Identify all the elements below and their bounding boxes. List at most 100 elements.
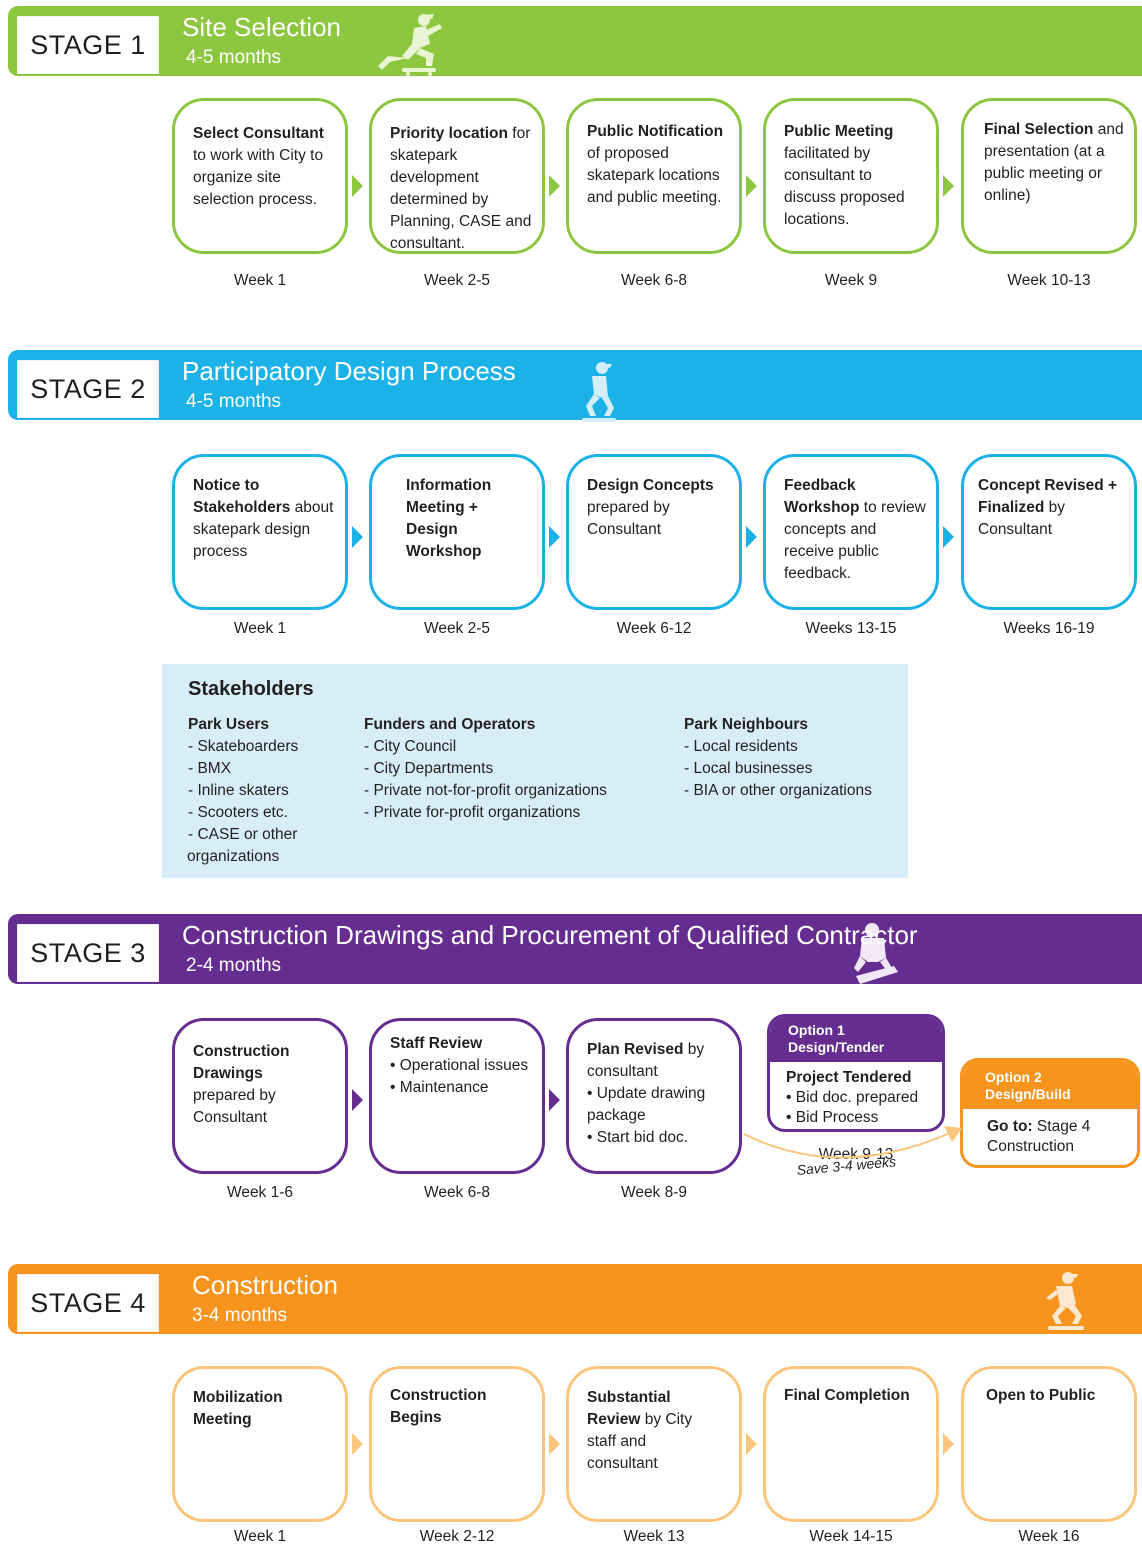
stage-4-bar bbox=[8, 1264, 1142, 1334]
step-heading: Design Concepts bbox=[587, 477, 714, 494]
step-open-to-public: Open to Public bbox=[961, 1366, 1137, 1522]
week-label: Week 2-12 bbox=[419, 1528, 495, 1545]
step-heading: Concept Revised + Finalized bbox=[978, 477, 1118, 516]
group-heading: Park Users bbox=[188, 716, 270, 733]
option-heading: Go to: bbox=[987, 1118, 1033, 1135]
stage-1-label: STAGE 1 bbox=[17, 16, 159, 74]
stage-1-banner: STAGE 1 Site Selection 4-5 months bbox=[8, 6, 1142, 76]
step-heading: Substantial Review bbox=[587, 1389, 671, 1428]
step-heading: Construction Begins bbox=[390, 1387, 487, 1426]
step-heading: Public Meeting bbox=[784, 123, 894, 140]
arrow-right-icon bbox=[352, 1089, 363, 1111]
list-item: - Inline skaters bbox=[188, 782, 289, 799]
list-item: - Private not-for-profit organizations bbox=[364, 782, 607, 799]
step-heading: Feedback Workshop bbox=[784, 477, 860, 516]
step-public-meeting: Public Meeting facilitated by consultant… bbox=[763, 98, 939, 254]
step-heading: Plan Revised bbox=[587, 1041, 684, 1058]
week-label: Week 1 bbox=[233, 272, 287, 289]
step-substantial-review: Substantial Review by City staff and con… bbox=[566, 1366, 742, 1522]
skateboarder-icon bbox=[1046, 1272, 1084, 1330]
stage-3-bar bbox=[8, 914, 1142, 984]
option-text: Stage 4 Construction bbox=[987, 1118, 1091, 1155]
list-item: - Private for-profit organizations bbox=[364, 804, 581, 821]
step-text: prepared by Consultant bbox=[193, 1087, 276, 1126]
step-heading: Construction Drawings bbox=[193, 1043, 290, 1082]
option-number: Option 2 bbox=[985, 1069, 1042, 1085]
stage-4-title: Construction bbox=[192, 1270, 338, 1300]
arrow-right-icon bbox=[943, 1433, 954, 1455]
week-label: Week 1 bbox=[233, 1528, 287, 1545]
list-item: - BIA or other organizations bbox=[684, 782, 872, 799]
step-heading: Public Notification bbox=[587, 123, 724, 140]
step-mobilization-meeting: Mobilization Meeting bbox=[172, 1366, 348, 1522]
arrow-right-icon bbox=[746, 526, 757, 548]
step-heading: Priority location bbox=[390, 125, 508, 142]
list-item: - Local businesses bbox=[684, 760, 813, 777]
week-label: Week 14-15 bbox=[809, 1528, 893, 1545]
list-item: - BMX bbox=[188, 760, 232, 777]
stage-1-duration: 4-5 months bbox=[186, 47, 282, 68]
stage-2-label: STAGE 2 bbox=[17, 360, 159, 418]
week-label: Week 13 bbox=[623, 1528, 685, 1545]
stage-4-duration: 3-4 months bbox=[192, 1305, 288, 1326]
stakeholders-panel: Stakeholders Park Users - Skateboarders … bbox=[162, 664, 908, 878]
step-final-completion: Final Completion bbox=[763, 1366, 939, 1522]
stage-3-label: STAGE 3 bbox=[17, 924, 159, 982]
option-type: Design/Build bbox=[985, 1086, 1071, 1102]
step-staff-review: Staff Review • Operational issues • Main… bbox=[369, 1018, 545, 1174]
step-notice-to-stakeholders: Notice to Stakeholders about skatepark d… bbox=[172, 454, 348, 610]
stage-3-banner: STAGE 3 Construction Drawings and Procur… bbox=[8, 914, 1142, 984]
week-label: Week 1 bbox=[233, 620, 287, 637]
bullet-item: • Bid Process bbox=[786, 1109, 879, 1126]
list-item: - CASE or other bbox=[188, 826, 298, 843]
skateboarder-icon bbox=[582, 362, 616, 422]
option-2-design-build: Option 2 Design/Build Go to: Stage 4 Con… bbox=[960, 1058, 1140, 1168]
step-heading: Notice to Stakeholders bbox=[193, 477, 291, 516]
week-label: Week 9-13 bbox=[818, 1146, 894, 1163]
step-text: facilitated by consultant to discuss pro… bbox=[784, 145, 905, 228]
stage-3-duration: 2-4 months bbox=[186, 955, 282, 976]
list-item: organizations bbox=[187, 848, 280, 865]
week-label: Week 2-5 bbox=[423, 272, 491, 289]
stakeholder-group-neighbours: Park Neighbours - Local residents - Loca… bbox=[684, 714, 872, 802]
step-heading: Select Consultant bbox=[193, 125, 324, 142]
arrow-right-icon bbox=[352, 1433, 363, 1455]
step-final-selection: Final Selection and presentation (at a p… bbox=[961, 98, 1137, 254]
save-time-curve-arrow bbox=[743, 1126, 962, 1159]
step-public-notification: Public Notification of proposed skatepar… bbox=[566, 98, 742, 254]
step-text: of proposed skatepark locations and publ… bbox=[587, 145, 722, 206]
option-type: Design/Tender bbox=[788, 1039, 885, 1055]
stage-3-title: Construction Drawings and Procurement of… bbox=[182, 920, 918, 950]
arrow-right-icon bbox=[549, 1433, 560, 1455]
step-text: to review concepts and receive public fe… bbox=[784, 499, 926, 582]
step-heading: Final Selection bbox=[984, 121, 1094, 138]
arrow-right-icon bbox=[549, 526, 560, 548]
week-label: Week 1-6 bbox=[226, 1184, 294, 1201]
week-label: Week 10-13 bbox=[1007, 272, 1091, 289]
step-heading: Final Completion bbox=[784, 1387, 910, 1404]
step-heading: Open to Public bbox=[986, 1387, 1096, 1404]
option-header: Option 1 Design/Tender bbox=[770, 1017, 942, 1062]
step-text: prepared by Consultant bbox=[587, 499, 670, 538]
step-design-concepts: Design Concepts prepared by Consultant bbox=[566, 454, 742, 610]
step-text: to work with City to organize site selec… bbox=[193, 147, 324, 208]
step-concept-revised: Concept Revised + Finalized by Consultan… bbox=[961, 454, 1137, 610]
list-item: - Skateboarders bbox=[188, 738, 299, 755]
bullet-item: • Bid doc. prepared bbox=[786, 1089, 919, 1106]
stage-2-banner: STAGE 2 Participatory Design Process 4-5… bbox=[8, 350, 1142, 422]
bullet-item: • Update drawing package bbox=[587, 1085, 706, 1124]
step-priority-location: Priority location for skatepark developm… bbox=[369, 98, 545, 254]
group-heading: Park Neighbours bbox=[684, 716, 809, 733]
week-label: Week 6-12 bbox=[616, 620, 692, 637]
week-label: Week 9 bbox=[824, 272, 878, 289]
step-text: by consultant bbox=[587, 1041, 705, 1080]
skateboarder-icon bbox=[378, 14, 442, 76]
step-heading: Mobilization Meeting bbox=[193, 1389, 283, 1428]
option-heading: Project Tendered bbox=[786, 1069, 912, 1086]
step-construction-begins: Construction Begins bbox=[369, 1366, 545, 1522]
arrow-right-icon bbox=[549, 175, 560, 197]
option-body: Go to: Stage 4 Construction bbox=[963, 1109, 1137, 1163]
week-label: Week 8-9 bbox=[620, 1184, 688, 1201]
option-body: Project Tendered • Bid doc. prepared • B… bbox=[770, 1062, 942, 1129]
week-label: Week 6-8 bbox=[620, 272, 688, 289]
